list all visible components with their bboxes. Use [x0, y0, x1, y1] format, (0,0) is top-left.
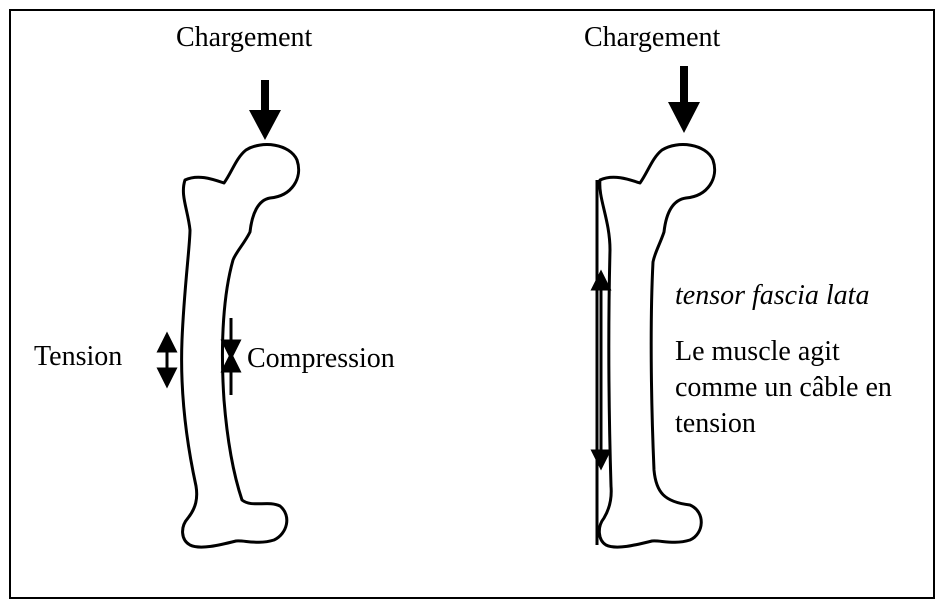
caption-line-3: tension [675, 408, 756, 440]
left-femur-group [167, 80, 299, 547]
tension-label: Tension [34, 341, 122, 373]
right-load-label: Chargement [584, 22, 720, 54]
caption-line-2: comme un câble en [675, 372, 892, 404]
caption-line-1: Le muscle agit [675, 336, 840, 368]
compression-label: Compression [247, 343, 395, 375]
left-load-label: Chargement [176, 22, 312, 54]
muscle-name-label: tensor fascia lata [675, 280, 869, 312]
